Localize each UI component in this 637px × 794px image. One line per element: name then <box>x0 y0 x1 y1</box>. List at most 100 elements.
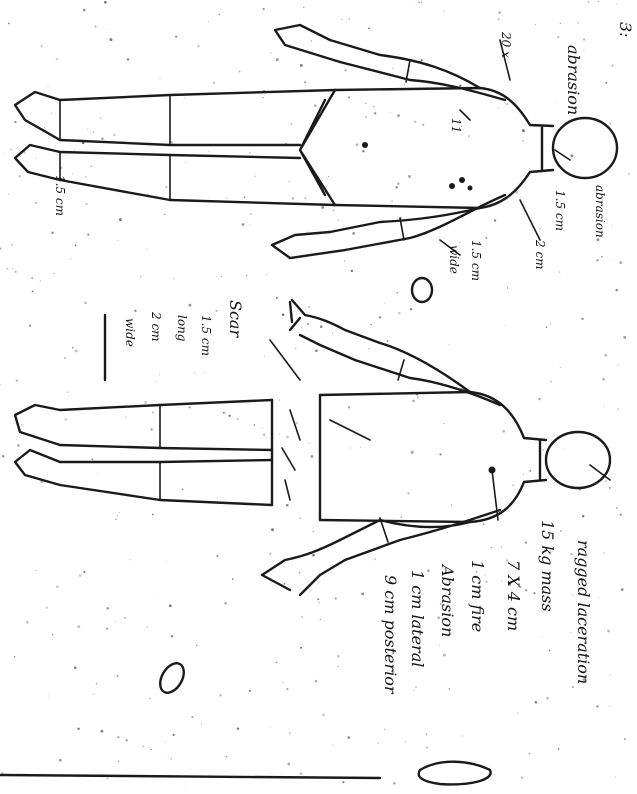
scan-speck <box>411 451 414 454</box>
scan-speck <box>4 153 5 154</box>
scan-speck <box>523 474 524 475</box>
scan-speck <box>350 447 351 448</box>
scan-speck <box>291 123 293 125</box>
head-outline <box>546 432 610 488</box>
scan-speck <box>597 238 600 241</box>
scan-speck <box>570 154 573 157</box>
hand-bottom <box>262 540 345 595</box>
scan-speck <box>228 415 230 417</box>
scan-speck <box>337 666 338 667</box>
scan-speck <box>165 186 167 188</box>
scan-speck <box>182 488 184 490</box>
scan-speck <box>443 11 444 12</box>
scan-speck <box>117 736 119 738</box>
note-line4: Abrasion <box>438 563 457 637</box>
scan-speck <box>360 447 361 448</box>
note-mid-4: 2 cm <box>149 311 163 342</box>
scan-speck <box>412 400 415 403</box>
scan-speck <box>405 741 406 742</box>
scan-speck <box>602 378 605 381</box>
neck-outline <box>524 438 546 482</box>
note-mass: 15 kg mass <box>538 520 557 612</box>
scan-speck <box>59 759 62 762</box>
scan-speck <box>173 734 175 736</box>
scan-speck <box>110 38 113 41</box>
scan-speck <box>308 306 310 308</box>
hand-bottom-back <box>272 232 345 258</box>
scan-speck <box>249 690 251 692</box>
scan-speck <box>117 675 119 677</box>
scan-speck <box>393 782 396 785</box>
scan-speck <box>623 336 626 339</box>
scan-speck <box>401 517 402 518</box>
scan-speck <box>351 270 353 272</box>
scan-speck <box>93 694 94 695</box>
scan-speck <box>295 347 297 349</box>
oval-mark-2 <box>412 278 432 302</box>
scan-speck <box>84 302 87 305</box>
scan-speck <box>550 323 551 324</box>
scan-speck <box>189 406 191 408</box>
scan-speck <box>498 18 500 20</box>
scan-speck <box>301 616 303 618</box>
notes-right: 20 x abrasion abrasion 1.5 cm 2 cm 1.5 c… <box>53 31 607 281</box>
scan-speck <box>119 512 120 513</box>
scan-speck <box>609 705 610 706</box>
scan-speck <box>169 604 172 607</box>
scan-speck <box>498 11 501 14</box>
scan-speck <box>598 597 599 598</box>
foot-bottom <box>15 450 60 485</box>
scan-speck <box>507 287 508 288</box>
scan-speck <box>522 129 525 132</box>
upper-arm-bottom <box>340 510 500 560</box>
scan-speck <box>147 627 148 628</box>
scan-speck <box>615 776 616 777</box>
note-right-arm2: wide <box>447 245 461 274</box>
scan-speck <box>439 453 441 455</box>
scan-speck <box>390 78 391 79</box>
scan-speck <box>106 628 108 630</box>
scan-speck <box>51 113 52 114</box>
scan-speck <box>217 498 218 499</box>
scan-speck <box>392 67 394 69</box>
scan-speck <box>254 175 256 177</box>
scan-speck <box>609 487 611 489</box>
scan-speck <box>237 418 239 420</box>
scan-speck <box>618 365 619 366</box>
scan-speck <box>443 654 446 657</box>
scan-speck <box>307 232 308 233</box>
scan-speck <box>407 492 410 495</box>
scan-speck <box>152 514 154 516</box>
scan-speck <box>621 588 624 591</box>
foot-top-back <box>15 92 60 140</box>
scan-speck <box>85 203 87 205</box>
scan-speck <box>582 515 584 517</box>
scan-speck <box>554 102 555 103</box>
scan-speck <box>310 455 313 458</box>
scan-speck <box>415 686 416 687</box>
note-scar: Scar <box>226 300 245 338</box>
scan-speck <box>31 277 33 279</box>
scan-speck <box>522 140 524 142</box>
scan-speck <box>525 589 527 591</box>
scan-speck <box>184 97 185 98</box>
scan-speck <box>17 444 19 446</box>
oval-mark-1 <box>155 659 188 697</box>
scan-speck <box>83 9 85 11</box>
scan-speck <box>14 121 16 123</box>
scan-speck <box>95 26 97 28</box>
scan-speck <box>320 325 323 328</box>
scan-speck <box>535 24 536 25</box>
scan-speck <box>624 738 626 740</box>
scan-speck <box>106 607 108 609</box>
scan-speck <box>106 778 108 780</box>
scan-speck <box>75 245 77 247</box>
scan-speck <box>450 65 451 66</box>
scan-speck <box>398 312 401 315</box>
scan-speck <box>379 316 381 318</box>
scan-speck <box>348 96 350 98</box>
scan-speck <box>197 45 199 47</box>
scan-speck <box>546 326 548 328</box>
hand-top-back <box>275 25 340 62</box>
scan-speck <box>525 542 527 544</box>
